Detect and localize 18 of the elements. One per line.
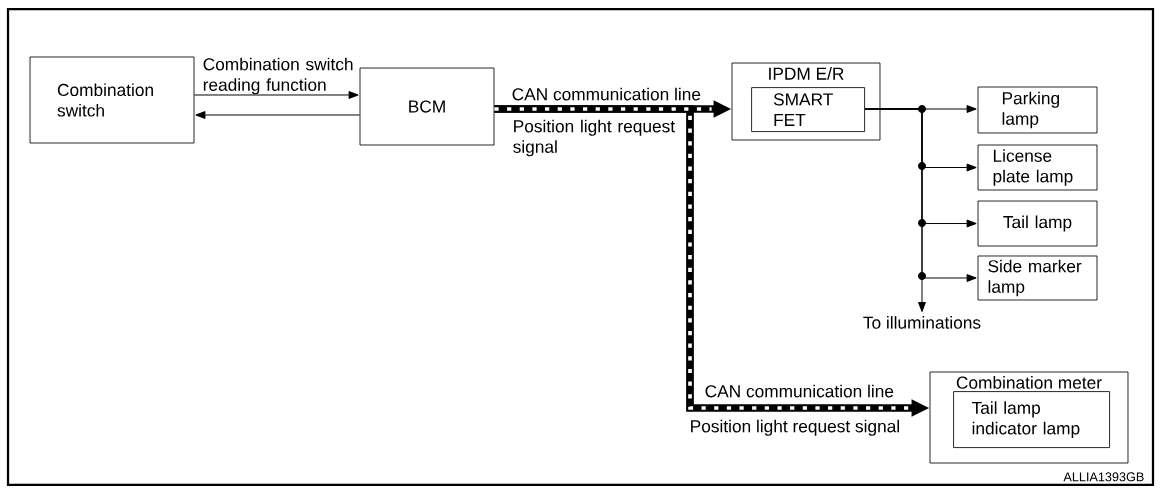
block-box: Side marker lamp	[977, 255, 1098, 301]
block-box: Combination switch	[29, 56, 195, 144]
edge-label: CAN communication line	[705, 384, 894, 398]
signal-label: Position light request signal	[691, 419, 899, 436]
block-box: Parking lamp	[977, 86, 1098, 134]
arrow	[193, 91, 359, 99]
arrow	[195, 111, 361, 119]
block-box: Tail lamp indicator lamp	[953, 391, 1110, 448]
block-box: Tail lamp	[977, 200, 1098, 247]
signal-label: Position light request signal	[513, 119, 675, 157]
edge-label: CAN communication line	[512, 87, 701, 101]
block-box: SMART FET	[751, 87, 865, 132]
destination-text: To illuminations	[863, 316, 981, 329]
block-box: License plate lamp	[977, 144, 1098, 191]
block-box: BCM	[359, 67, 495, 146]
figure-code: ALLIA1393GB	[1063, 472, 1144, 482]
edge-label: Combination switch reading function	[203, 57, 353, 95]
arrow	[864, 108, 926, 313]
